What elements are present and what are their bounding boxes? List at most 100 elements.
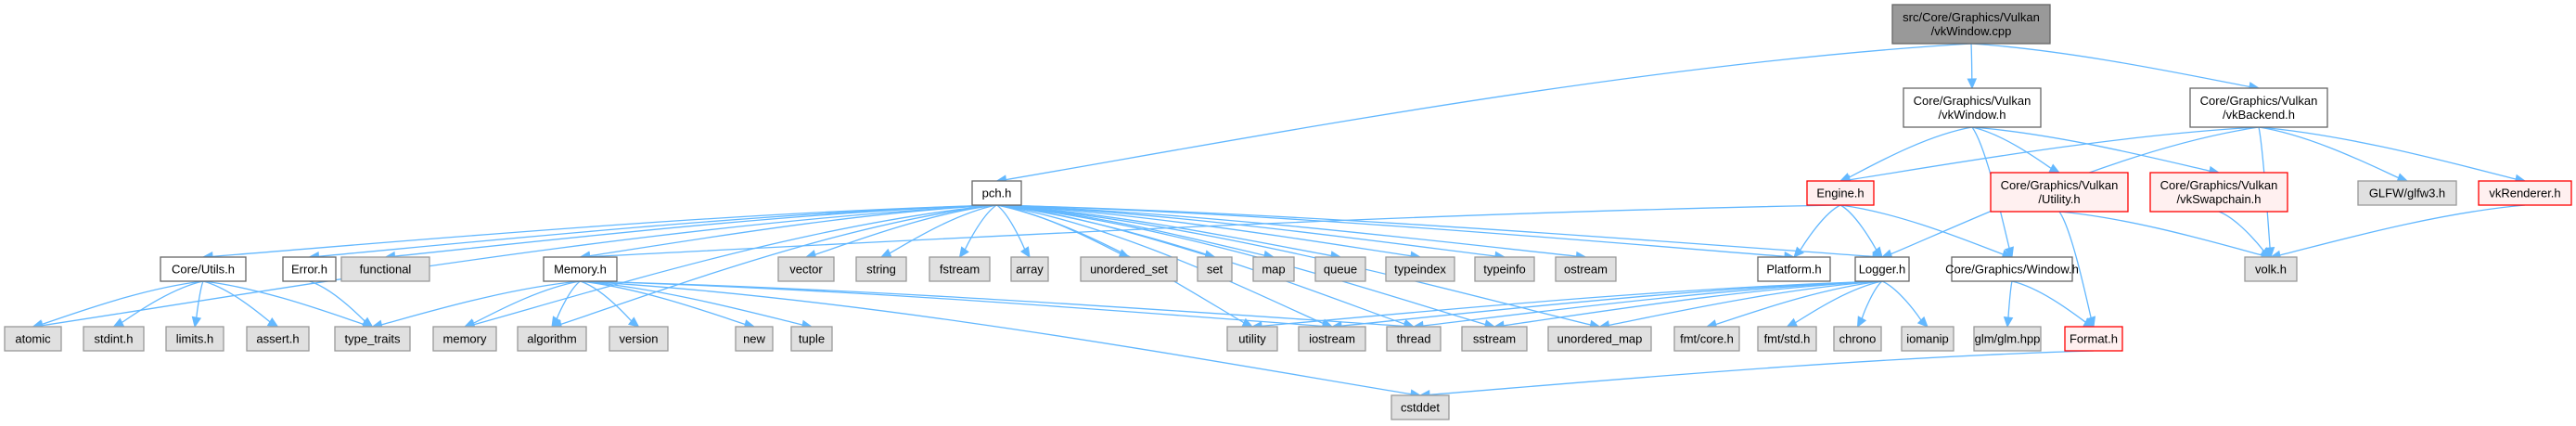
edge-line [2258,126,2399,179]
node-memory-h[interactable]: Memory.h [543,256,618,282]
node-box [1806,180,1875,206]
node-volk-h: volk.h [2244,256,2298,282]
edge-pch_h-to-array [996,204,1031,259]
node-label: unordered_map [1557,332,1643,346]
edge-line [473,204,997,326]
edge-Utility_h-to-volk_h [2058,211,2273,260]
edge-line [2058,211,2092,318]
node-window-h[interactable]: Core/Graphics/Window.h [1945,256,2079,282]
node-cstddet: cstddet [1391,394,1450,420]
node-label: Core/Graphics/Window.h [1945,263,2079,277]
node-vector: vector [777,256,835,282]
edge-line [309,280,365,322]
edge-line [1795,280,1883,324]
node-box [432,326,497,352]
node-label: version [620,332,659,346]
edge-line [1970,43,1973,80]
node-box [1891,4,2051,45]
node-label: chrono [1839,332,1877,346]
node-label: fmt/core.h [1680,332,1734,346]
node-unordered-set: unordered_set [1080,256,1178,282]
node-label: sstream [1473,332,1516,346]
edge-line [580,280,746,326]
edge-line [1839,204,1878,251]
edge-line [2007,280,2013,318]
node-box [282,256,337,282]
node-limits-h: limits.h [165,326,224,352]
node-box [1833,326,1882,352]
node-label: /vkWindow.h [1939,108,2006,122]
node-fmt-std-h: fmt/std.h [1757,326,1817,352]
edge-Engine_h-to-Platform_h [1793,204,1841,258]
node-label: new [743,332,765,346]
node-box [929,256,991,282]
node-box [735,326,774,352]
node-label: stdint.h [95,332,134,346]
node-atomic: atomic [4,326,62,352]
edge-line [580,280,1412,395]
node-box [1901,326,1954,352]
node-vkwindow-h[interactable]: Core/Graphics/Vulkan/vkWindow.h [1903,87,2042,128]
edge-Memory_h-to-algorithm [551,280,581,329]
node-pch-h[interactable]: pch.h [971,180,1022,206]
node-assert-h: assert.h [246,326,310,352]
node-vkbackend-h[interactable]: Core/Graphics/Vulkan/vkBackend.h [2189,87,2328,128]
arrowhead-icon [1916,316,1929,328]
node-iostream: iostream [1298,326,1366,352]
node-map: map [1252,256,1295,282]
node-label: memory [443,332,487,346]
node-box [1673,326,1740,352]
arrowhead-icon [191,316,202,329]
edge-vkWindow_h-to-Engine_h [1839,126,1973,182]
edge-line [580,280,633,322]
arrowhead-icon [879,248,892,258]
node-version: version [609,326,669,352]
edge-line [556,280,581,319]
node-label: GLFW/glfw3.h [2369,187,2445,200]
node-label: thread [1397,332,1431,346]
node-new: new [735,326,774,352]
node-box [1391,394,1450,420]
node-array: array [1010,256,1049,282]
node-coreutils-h[interactable]: Core/Utils.h [160,256,247,282]
node-box [777,256,835,282]
node-box [790,326,833,352]
edge-line [2058,211,2262,256]
node-vkwindow-cpp[interactable]: src/Core/Graphics/Vulkan/vkWindow.cpp [1891,4,2051,45]
arrowhead-icon [551,316,562,329]
edge-line [122,280,204,324]
node-label: Format.h [2070,332,2118,346]
node-label: glm/glm.hpp [1975,332,2041,346]
edge-line [1848,126,1973,178]
edge-line [996,204,1874,258]
node-platform-h[interactable]: Platform.h [1757,256,1831,282]
node-stdint-h: stdint.h [83,326,145,352]
node-box [1973,326,2042,352]
node-box [1854,256,1910,282]
node-label: iomanip [1906,332,1949,346]
node-box [1555,256,1617,282]
node-label: map [1262,263,1285,277]
edge-line [589,204,997,257]
node-logger-h[interactable]: Logger.h [1854,256,1910,282]
edge-line [394,204,997,257]
edge-line [814,204,997,255]
node-box [2357,180,2457,206]
node-type-traits: type_traits [334,326,411,352]
node-label: Logger.h [1859,263,1906,277]
node-box [1903,87,2042,128]
edge-line [473,280,581,324]
node-engine-h: Engine.h [1806,180,1875,206]
node-box [855,256,907,282]
edge-Memory_h-to-version [580,280,640,328]
node-label: functional [360,263,412,277]
node-glfw3-h: GLFW/glfw3.h [2357,180,2457,206]
node-box [1080,256,1178,282]
edge-Window_h-to-glm_hpp [2003,280,2014,329]
edge-vkWindow_cpp-to-vkWindow_h [1967,43,1978,90]
arrowhead-icon [112,317,125,328]
node-box [1010,256,1049,282]
node-box [609,326,669,352]
edge-line [996,204,1577,257]
node-error-h[interactable]: Error.h [282,256,337,282]
